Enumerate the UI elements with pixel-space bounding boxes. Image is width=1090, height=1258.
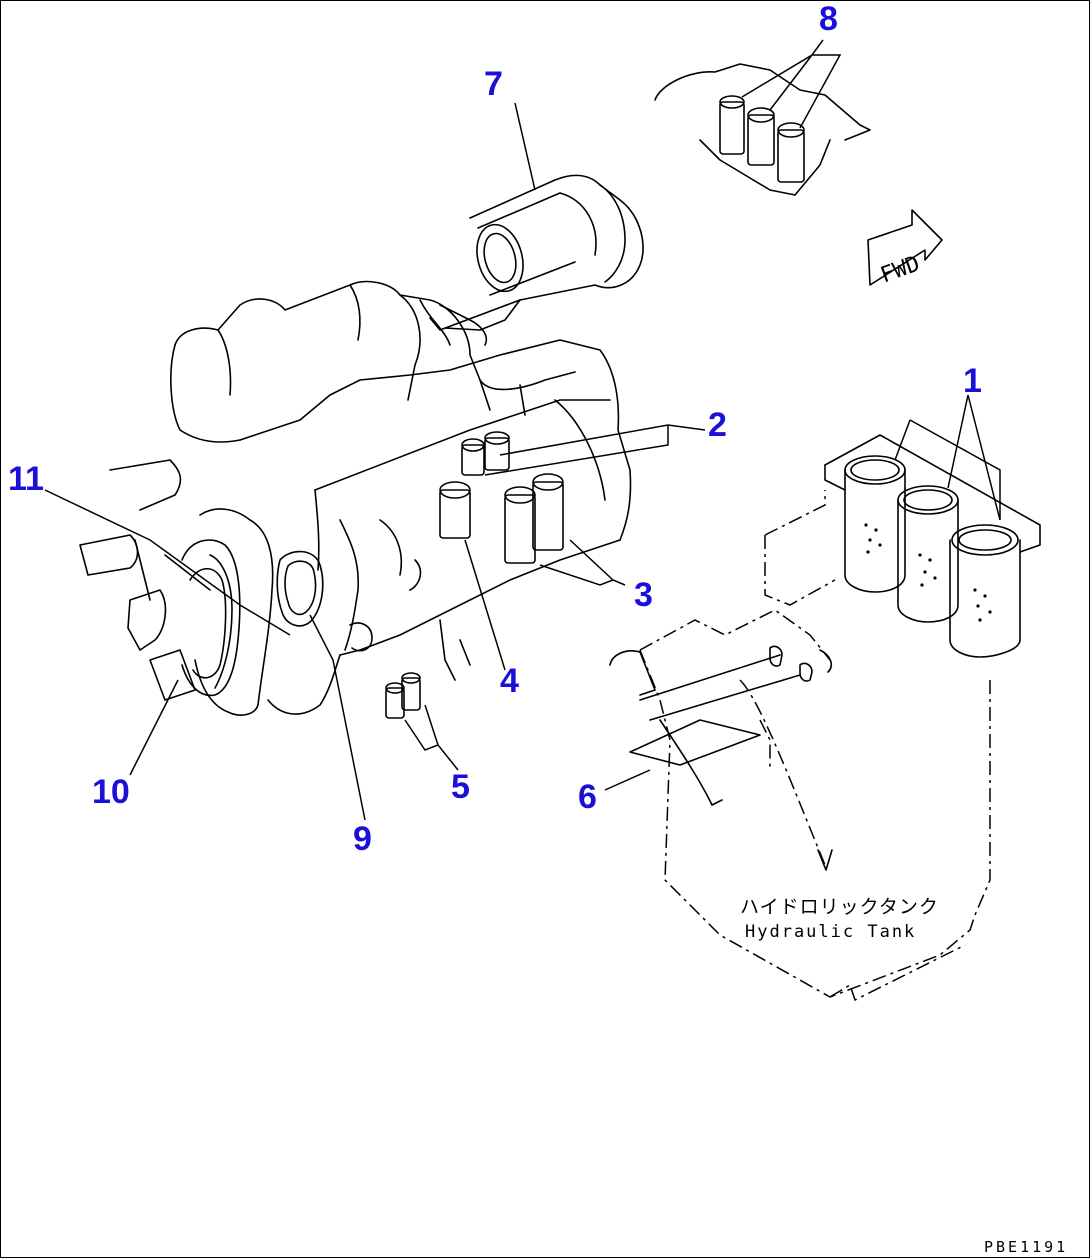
callout-numbers: 1 2 3 4 5 6 7 8 9 10 11 (8, 0, 982, 858)
callout-3: 3 (634, 576, 653, 614)
callout-8: 8 (819, 0, 838, 38)
hydraulic-return-filters (824, 434, 1041, 658)
hydraulic-tank: ハイドロリックタンク Hydraulic Tank (609, 490, 991, 1002)
filter-cluster (385, 431, 564, 719)
callout-2: 2 (708, 406, 727, 444)
tank-label-japanese: ハイドロリックタンク (740, 896, 939, 918)
tank-label-english: Hydraulic Tank (745, 922, 916, 942)
engine-assembly (79, 280, 632, 716)
callout-5: 5 (451, 768, 470, 806)
callout-6: 6 (578, 778, 597, 816)
leader-lines (44, 39, 1001, 821)
forward-label: FWD (877, 251, 923, 288)
air-cleaner (429, 174, 644, 331)
callout-9: 9 (353, 820, 372, 858)
drawing-code: PBE1191 (984, 1238, 1068, 1256)
callout-11: 11 (8, 460, 44, 498)
callout-4: 4 (500, 662, 519, 700)
pilot-filter-group (654, 63, 871, 196)
callout-1: 1 (963, 362, 982, 400)
callout-10: 10 (92, 773, 130, 811)
forward-arrow-icon: FWD (867, 209, 943, 289)
callout-7: 7 (484, 65, 503, 103)
